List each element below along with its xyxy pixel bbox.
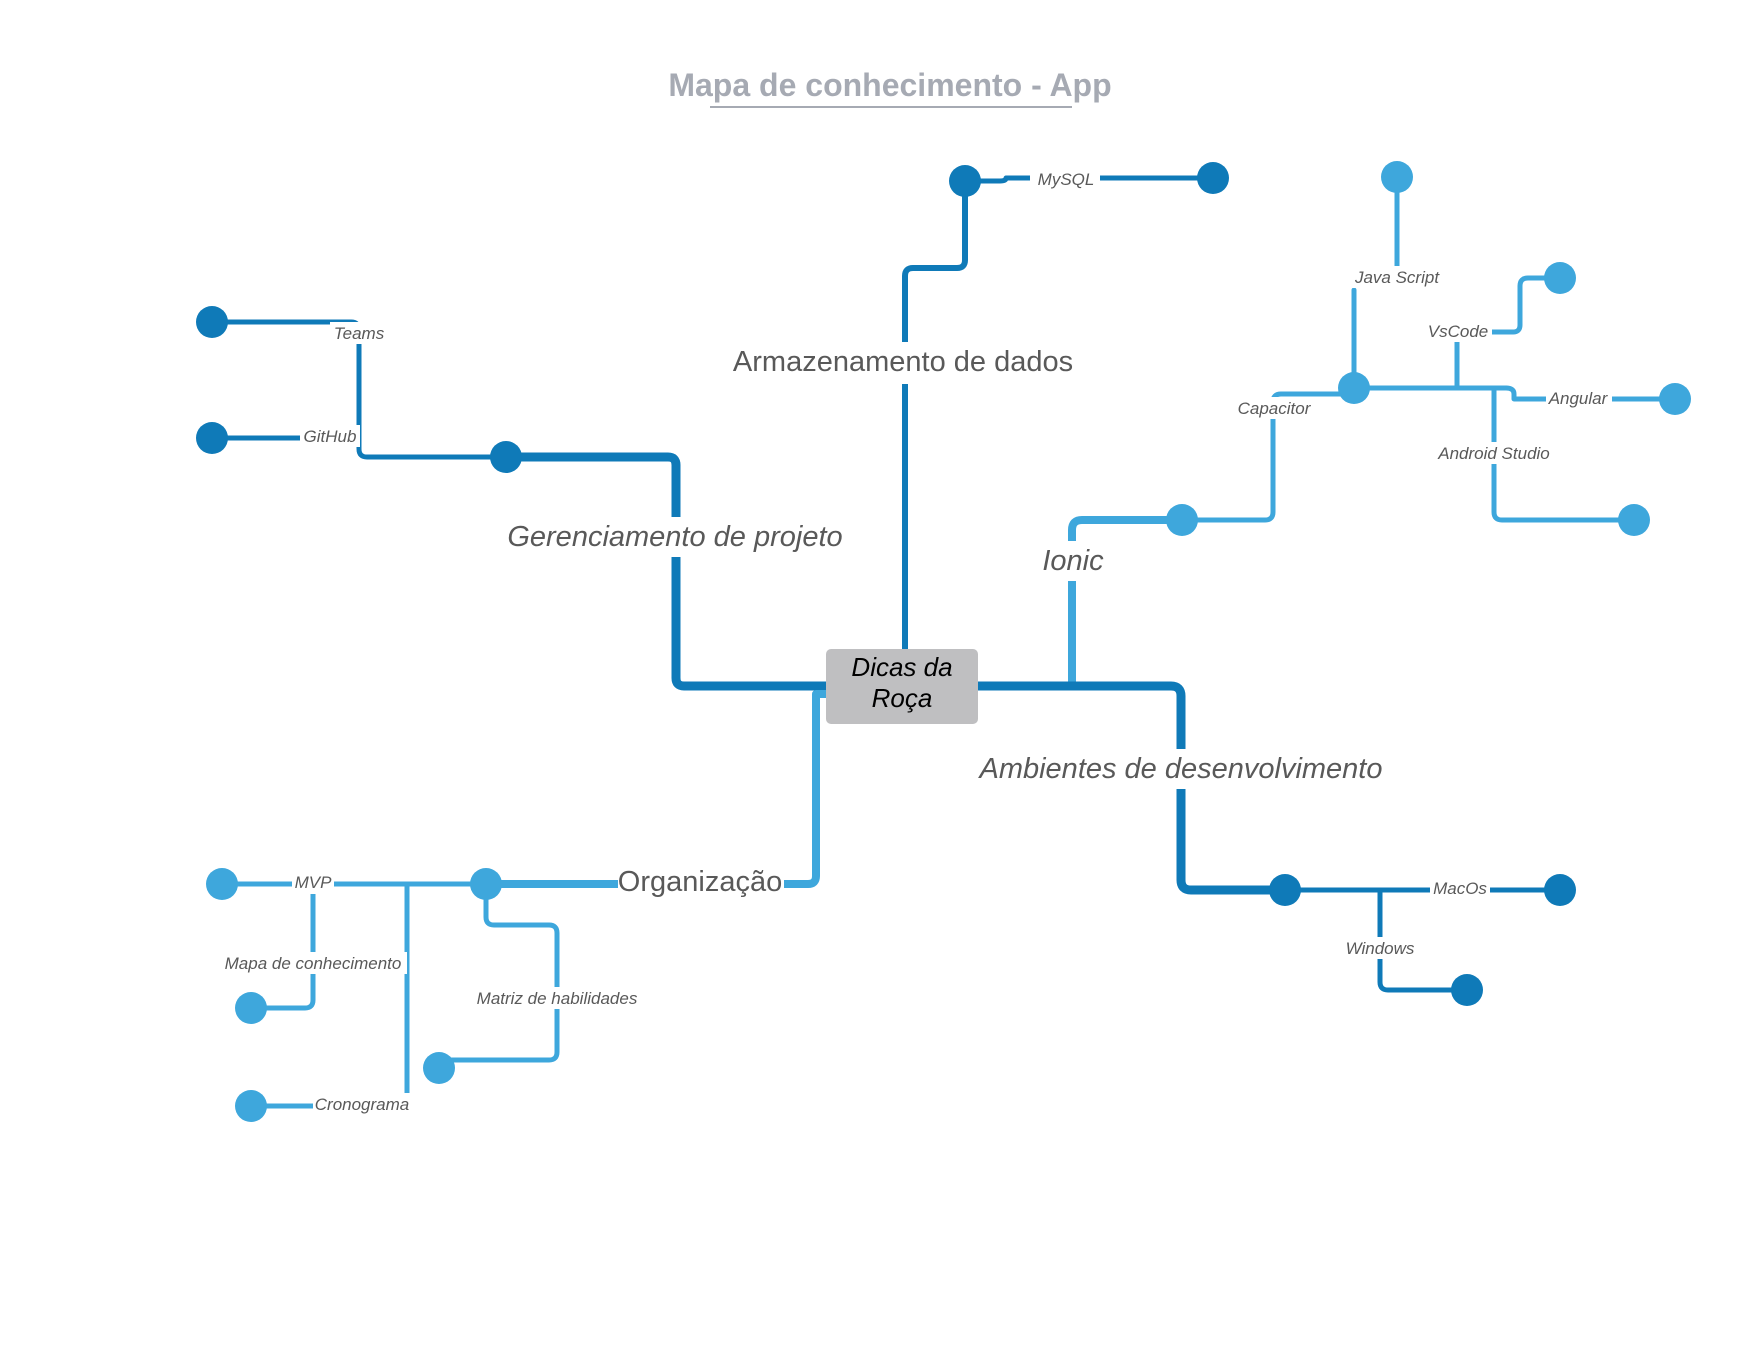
armazenamento-node[interactable] xyxy=(949,165,981,197)
teams-label[interactable]: Teams xyxy=(334,324,385,343)
windows-label[interactable]: Windows xyxy=(1346,939,1415,958)
ambientes-label-bg xyxy=(975,749,1390,789)
branch-ionic xyxy=(966,173,1678,690)
ionic-label-bg xyxy=(1035,541,1111,581)
matriz-connector xyxy=(436,881,560,1063)
vscode-node[interactable] xyxy=(1544,262,1576,294)
ionic-label[interactable]: Ionic xyxy=(1042,545,1104,577)
mvp-node[interactable] xyxy=(206,868,238,900)
root-label-line2: Roça xyxy=(872,683,933,713)
armazenamento-label[interactable]: Armazenamento de dados xyxy=(733,346,1073,378)
ionic-connector xyxy=(966,516,1186,690)
gerenciamento-label[interactable]: Gerenciamento de projeto xyxy=(507,521,842,553)
mvp-label-bg xyxy=(292,872,334,894)
teams-node[interactable] xyxy=(196,306,228,338)
organizacao-connector xyxy=(482,690,830,888)
mysql-node[interactable] xyxy=(1197,162,1229,194)
windows-label-bg xyxy=(1342,937,1418,959)
branch-armazenamento xyxy=(902,175,1216,663)
mapa-node[interactable] xyxy=(235,992,267,1024)
javascript-label[interactable]: Java Script xyxy=(1354,268,1440,287)
branch-organizacao xyxy=(219,690,830,1109)
root-node[interactable] xyxy=(826,649,978,724)
mvp-label[interactable]: MVP xyxy=(295,873,333,892)
matriz-label-bg xyxy=(469,987,645,1009)
angular-label[interactable]: Angular xyxy=(1548,389,1609,408)
capacitor-label[interactable]: Capacitor xyxy=(1238,399,1312,418)
capacitor-label-bg xyxy=(1233,397,1315,419)
armazenamento-label-bg xyxy=(725,342,1080,384)
gerenciamento-label-bg xyxy=(505,517,845,557)
angular-node[interactable] xyxy=(1659,383,1691,415)
windows-node[interactable] xyxy=(1451,974,1483,1006)
root-label-line1: Dicas da xyxy=(851,652,952,682)
mysql-connector xyxy=(962,175,1216,184)
android-studio-node[interactable] xyxy=(1618,504,1650,536)
cronograma-label[interactable]: Cronograma xyxy=(315,1095,410,1114)
android-studio-label[interactable]: Android Studio xyxy=(1437,444,1550,463)
ambientes-node[interactable] xyxy=(1269,874,1301,906)
diagram-title: Mapa de conhecimento - App xyxy=(668,67,1111,103)
matriz-label[interactable]: Matriz de habilidades xyxy=(477,989,638,1008)
macos-label-bg xyxy=(1430,877,1490,899)
mapa-label[interactable]: Mapa de conhecimento xyxy=(225,954,402,973)
github-node[interactable] xyxy=(196,422,228,454)
mapa-label-bg xyxy=(219,952,407,974)
vscode-label[interactable]: VsCode xyxy=(1428,322,1488,341)
armazenamento-connector xyxy=(902,178,968,663)
github-label[interactable]: GitHub xyxy=(304,427,357,446)
gerenciamento-connector xyxy=(501,452,831,691)
ambientes-label[interactable]: Ambientes de desenvolvimento xyxy=(977,753,1382,785)
macos-label[interactable]: MacOs xyxy=(1433,879,1487,898)
javascript-label-bg xyxy=(1349,266,1445,288)
organizacao-node[interactable] xyxy=(470,868,502,900)
organizacao-label[interactable]: Organização xyxy=(618,866,782,898)
android-studio-label-bg xyxy=(1433,442,1557,464)
mysql-label[interactable]: MySQL xyxy=(1038,170,1095,189)
cronograma-node[interactable] xyxy=(235,1090,267,1122)
macos-node[interactable] xyxy=(1544,874,1576,906)
vscode-label-bg xyxy=(1424,320,1492,342)
ionic-node[interactable] xyxy=(1166,504,1198,536)
capacitor-node[interactable] xyxy=(1338,372,1370,404)
angular-connector xyxy=(1503,385,1678,402)
organizacao-label-bg xyxy=(618,862,784,902)
windows-connector xyxy=(1377,887,1470,993)
matriz-node[interactable] xyxy=(423,1052,455,1084)
capacitor-connector xyxy=(1179,391,1357,523)
gerenciamento-node[interactable] xyxy=(490,441,522,473)
mysql-label-bg xyxy=(1030,168,1100,190)
vscode-connector-upper xyxy=(1489,275,1563,335)
mapa-connector xyxy=(248,881,316,1011)
branch-ambientes xyxy=(965,681,1563,993)
cronograma-label-bg xyxy=(313,1093,415,1115)
github-label-bg xyxy=(300,425,360,447)
teams-label-bg xyxy=(330,322,390,344)
javascript-node[interactable] xyxy=(1381,161,1413,193)
angular-label-bg xyxy=(1546,387,1612,409)
android-studio-connector xyxy=(1491,385,1637,523)
